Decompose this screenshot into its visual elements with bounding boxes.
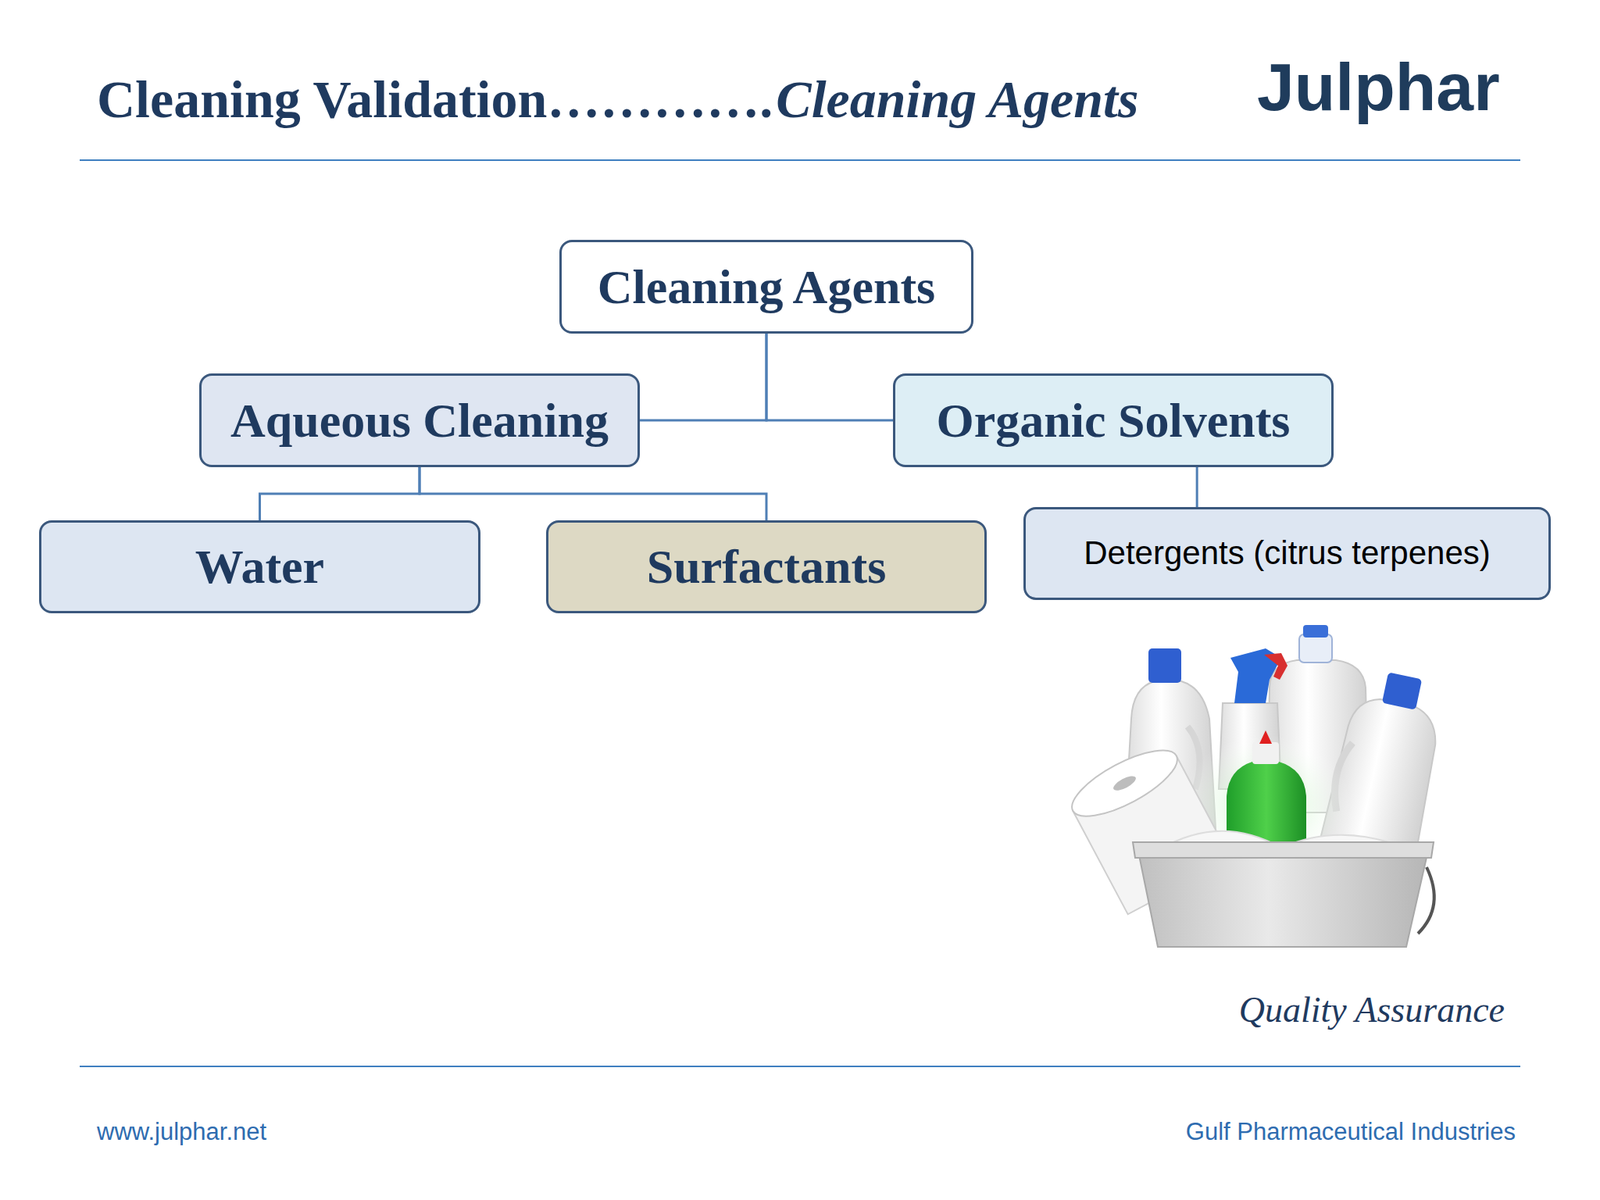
bottle-cap [1148, 648, 1182, 683]
node-label: Cleaning Agents [597, 260, 936, 314]
company-logo: Julphar [1257, 53, 1570, 121]
roll-top [1063, 737, 1186, 829]
slide-subtitle: Cleaning Agents [775, 72, 1139, 126]
bottle-cap [1382, 671, 1422, 710]
process-box: Aqueous Cleaning [199, 373, 640, 468]
bottle-cap-tip [1259, 730, 1272, 744]
connector-line [1196, 467, 1199, 508]
bucket-rim [1132, 842, 1434, 858]
node-label: Organic Solvents [936, 393, 1291, 447]
bottle-cap [1303, 625, 1329, 638]
connector-line [419, 467, 767, 521]
process-box: Detergents (citrus terpenes) [1023, 507, 1551, 600]
header-rule [79, 159, 1521, 161]
node-label: Detergents (citrus terpenes) [1083, 535, 1491, 572]
footer-url: www.julphar.net [96, 1119, 566, 1144]
bucket [1136, 843, 1430, 947]
footer-rule [79, 1065, 1521, 1068]
process-box: Water [39, 520, 481, 614]
footer-company: Gulf Pharmaceutical Industries [1046, 1119, 1516, 1144]
spray-nozzle [1264, 653, 1288, 680]
node-label: Water [195, 539, 325, 593]
slide-heading: Cleaning Validation………….Cleaning Agents [96, 72, 1139, 126]
connector-line [766, 333, 893, 421]
bottle-cap [1252, 742, 1279, 765]
node-label: Surfactants [646, 539, 887, 593]
department-label: Quality Assurance [1114, 992, 1505, 1029]
bottle-cap [1299, 634, 1333, 663]
process-box: Organic Solvents [892, 373, 1334, 468]
connector-line [260, 467, 421, 521]
slide-title: Cleaning Validation…………. [96, 72, 773, 126]
roll-core [1111, 773, 1139, 794]
connector-line [639, 333, 767, 421]
cleaning-products-illustration [1063, 625, 1453, 947]
process-box: Surfactants [546, 520, 987, 614]
process-box: Cleaning Agents [559, 239, 974, 334]
bucket-handle [1417, 867, 1435, 934]
node-label: Aqueous Cleaning [230, 393, 609, 447]
